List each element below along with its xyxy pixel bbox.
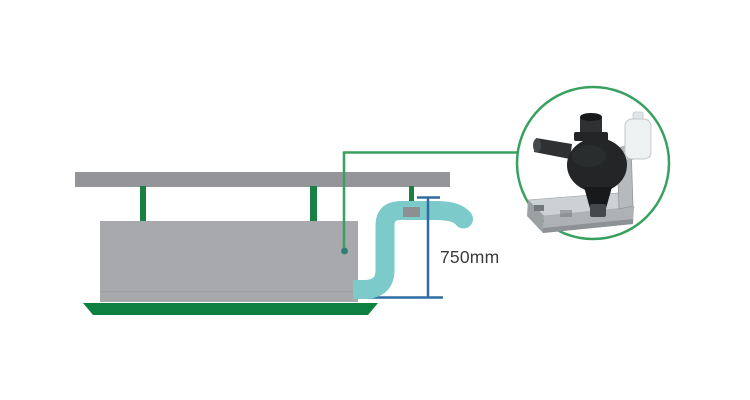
hanger-rod-left <box>140 186 146 222</box>
pump-base-screw <box>534 205 544 211</box>
pump-inlet-nozzle <box>534 138 572 159</box>
callout-anchor-dot <box>341 247 348 255</box>
ceiling-slab <box>75 172 450 187</box>
drain-pipe-end <box>454 209 473 229</box>
lift-height-label: 750mm <box>440 247 500 267</box>
float-switch-reservoir <box>624 118 652 160</box>
pump-top-port <box>580 116 602 136</box>
hanger-rod-right <box>409 186 414 208</box>
pump-motor-highlight <box>572 145 606 167</box>
indoor-unit-body <box>100 221 358 302</box>
pump-base-side <box>527 200 544 233</box>
pump-base-edge <box>543 219 633 233</box>
pump-inlet-opening <box>533 138 541 153</box>
decoration-panel <box>83 303 378 315</box>
pump-base-rib <box>560 210 572 217</box>
hanger-rod-middle <box>310 186 317 222</box>
pump-bottom-outlet <box>590 204 606 217</box>
drain-pipe <box>353 201 471 299</box>
unit-seam-line <box>100 291 358 293</box>
drain-pump-photo <box>527 111 652 233</box>
pump-top-opening <box>580 113 602 121</box>
pipe-clamp <box>403 207 420 217</box>
